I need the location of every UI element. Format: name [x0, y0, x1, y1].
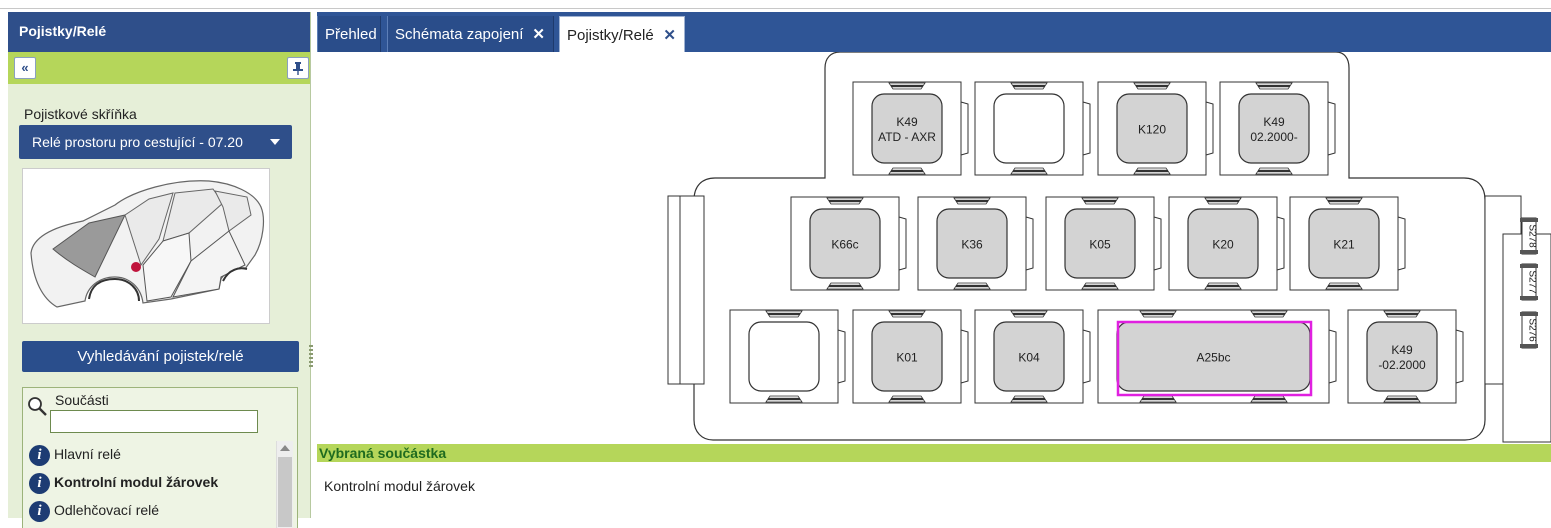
relay-slot-r11[interactable]: K01 — [852, 309, 969, 404]
sidebar-title: Pojistky/Relé — [8, 12, 310, 52]
fuse-s277[interactable]: S277 — [1520, 263, 1538, 301]
parts-search-input[interactable] — [50, 410, 258, 433]
relay-label: K66c — [831, 238, 858, 252]
window-top-border — [0, 0, 1551, 9]
relay-label: K21 — [1333, 238, 1355, 252]
close-icon[interactable]: ✕ — [532, 26, 545, 43]
fuse-s276[interactable]: S276 — [1520, 311, 1538, 349]
pin-icon — [293, 62, 303, 75]
relay-slot-r2[interactable] — [974, 81, 1091, 176]
car-location-image — [22, 168, 270, 324]
fuse-label: S278 — [1526, 224, 1537, 248]
tab-schemata-zapojeni[interactable]: Schémata zapojení ✕ — [387, 16, 554, 52]
relay-slot-r10[interactable] — [729, 309, 846, 404]
selected-component-panel: Kontrolní modul žárovek — [317, 463, 1551, 518]
scrollbar-thumb[interactable] — [278, 457, 292, 527]
relay-slot-r12[interactable]: K04 — [974, 309, 1091, 404]
tab-bar: Přehled Schémata zapojení ✕ Pojistky/Rel… — [317, 12, 1551, 53]
parts-scrollbar[interactable] — [276, 441, 293, 528]
parts-label: Součásti — [55, 392, 109, 408]
info-icon: i — [29, 444, 50, 466]
relay-label: K49 — [896, 115, 918, 129]
relay-label: K120 — [1138, 123, 1166, 137]
relay-label: K36 — [961, 238, 983, 252]
relay-label: K04 — [1018, 351, 1040, 365]
relay-slot-r5[interactable]: K66c — [790, 196, 907, 291]
fuse-s278[interactable]: S278 — [1520, 217, 1538, 255]
panel-splitter-handle[interactable] — [309, 345, 313, 367]
list-item-label: Hlavní relé — [54, 446, 121, 462]
relay-label: K05 — [1089, 238, 1111, 252]
info-icon: i — [29, 472, 50, 494]
list-item-label: Kontrolní modul žárovek — [54, 474, 219, 490]
info-icon: i — [29, 500, 50, 522]
fusebox-label: Pojistkové skříňka — [24, 106, 137, 122]
relay-slot-r8[interactable]: K20 — [1168, 196, 1285, 291]
relay-label: K20 — [1212, 238, 1234, 252]
relay-label: -02.2000 — [1378, 358, 1426, 372]
tab-label: Schémata zapojení — [395, 26, 524, 43]
close-icon[interactable]: ✕ — [663, 27, 676, 44]
search-fuses-relays-button[interactable]: Vyhledávání pojistek/relé — [22, 341, 299, 372]
relay-slot-r14[interactable]: K49-02.2000 — [1347, 309, 1464, 404]
fuse-label: S277 — [1526, 270, 1537, 294]
scroll-up-arrow-icon[interactable] — [280, 445, 290, 451]
tab-prehled[interactable]: Přehled — [317, 16, 381, 52]
tab-pojistky-rele[interactable]: Pojistky/Relé ✕ — [559, 16, 685, 53]
location-marker — [131, 262, 141, 272]
relay-slot-r3[interactable]: K120 — [1097, 81, 1214, 176]
sidebar-toolbar: « — [8, 52, 310, 84]
tab-label: Pojistky/Relé — [567, 27, 654, 44]
tab-label: Přehled — [325, 26, 377, 43]
double-chevron-left-icon: « — [21, 60, 29, 75]
pin-sidebar-button[interactable] — [287, 57, 309, 79]
left-connector — [667, 195, 705, 385]
caret-down-icon — [270, 139, 280, 145]
selection-highlight — [1116, 320, 1313, 397]
selected-component-value: Kontrolní modul žárovek — [324, 478, 475, 494]
fusebox-select[interactable]: Relé prostoru pro cestující - 07.20 — [19, 125, 292, 159]
relay-label: ATD - AXR — [878, 130, 936, 144]
fuse-label: S276 — [1526, 318, 1537, 342]
relay-slot-r13[interactable]: A25bc — [1097, 309, 1337, 404]
relay-slot-r6[interactable]: K36 — [917, 196, 1034, 291]
relay-label: K49 — [1391, 343, 1413, 357]
sidebar: Pojistky/Relé « Pojistkové skříňka Relé … — [8, 12, 311, 528]
fusebox-select-value: Relé prostoru pro cestující - 07.20 — [32, 134, 243, 150]
car-body-illustration — [30, 180, 265, 308]
relay-label: 02.2000- — [1250, 130, 1297, 144]
search-icon — [28, 397, 47, 416]
list-item-label: Odlehčovací relé — [54, 502, 160, 518]
relay-slot-r9[interactable]: K21 — [1289, 196, 1406, 291]
relay-label: K01 — [896, 351, 918, 365]
relay-label: K49 — [1263, 115, 1285, 129]
relay-label: A25bc — [1196, 351, 1230, 365]
collapse-sidebar-button[interactable]: « — [14, 57, 36, 79]
relay-slot-r7[interactable]: K05 — [1045, 196, 1162, 291]
selected-component-header: Vybraná součástka — [317, 444, 1551, 462]
